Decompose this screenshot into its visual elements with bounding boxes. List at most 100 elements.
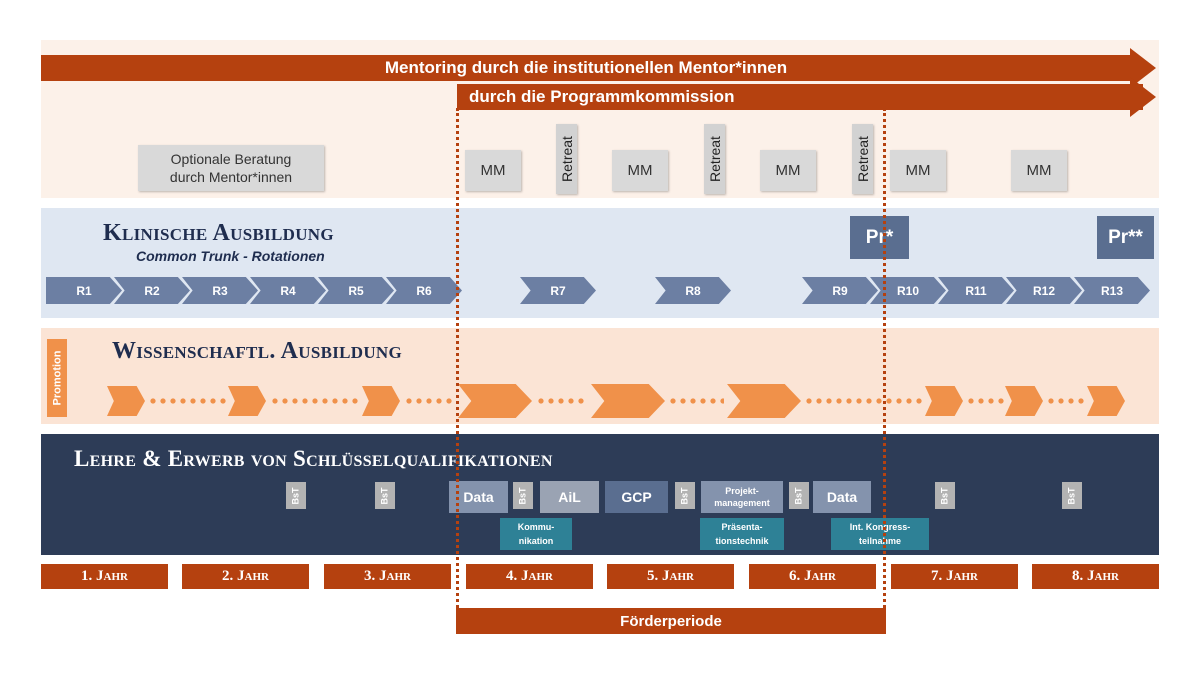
mm-box-2: MM	[612, 150, 668, 191]
year-label: 7. Jahr	[931, 568, 978, 584]
year-label: 3. Jahr	[364, 568, 411, 584]
bst-box: BsT	[789, 482, 809, 509]
ail-course-box: AiL	[540, 481, 599, 513]
year-label: 2. Jahr	[222, 568, 269, 584]
retreat-box-2: Retreat	[704, 124, 725, 194]
data-label: Data	[463, 489, 494, 505]
science-dots	[668, 398, 724, 404]
rotation-chevron: R11	[938, 277, 1014, 304]
rotation-label: R2	[144, 283, 160, 298]
mm-label: MM	[480, 162, 506, 179]
funding-period-bar: Förderperiode	[456, 608, 886, 634]
rotation-chevron: R1	[46, 277, 122, 304]
bst-label: BsT	[1066, 486, 1077, 505]
mentoring-sub-label: durch die Programmkommission	[469, 87, 735, 106]
funding-period-label: Förderperiode	[620, 612, 722, 630]
year-bar: 3. Jahr	[324, 564, 451, 589]
rotation-label: R5	[348, 283, 364, 298]
mm-box-5: MM	[1011, 150, 1067, 191]
rotation-chevron: R8	[655, 277, 731, 304]
year-bar: 1. Jahr	[41, 564, 168, 589]
bst-box: BsT	[675, 482, 695, 509]
rotation-label: R8	[685, 283, 701, 298]
rotation-chevron: R12	[1006, 277, 1082, 304]
bst-box: BsT	[513, 482, 533, 509]
praesentationstechnik-label: Präsenta- tionstechnik	[715, 522, 769, 546]
science-dots	[804, 398, 922, 404]
rotation-label: R11	[965, 283, 987, 298]
year-bar: 8. Jahr	[1032, 564, 1159, 589]
science-dots	[536, 398, 588, 404]
science-dots	[966, 398, 1004, 404]
ail-label: AiL	[558, 489, 581, 505]
science-dots	[404, 398, 456, 404]
mm-label: MM	[775, 162, 801, 179]
science-dots	[270, 398, 360, 404]
rotation-chevron: R3	[182, 277, 258, 304]
year-label: 6. Jahr	[789, 568, 836, 584]
kongress-label: Int. Kongress- teilnahme	[849, 522, 911, 546]
rotation-label: R1	[76, 283, 92, 298]
rotation-label: R13	[1100, 283, 1123, 298]
mm-box-3: MM	[760, 150, 816, 191]
retreat-box-3: Retreat	[852, 124, 873, 194]
rotation-label: R12	[1032, 283, 1055, 298]
rotation-chevron: R4	[250, 277, 326, 304]
bst-box: BsT	[935, 482, 955, 509]
pr-label-2: Pr**	[1108, 226, 1143, 248]
gcp-label: GCP	[621, 489, 652, 505]
pr-box-2: Pr**	[1097, 216, 1154, 259]
mentoring-sub-arrow: durch die Programmkommission	[457, 84, 1143, 110]
clinical-title: Klinische Ausbildung	[103, 220, 334, 246]
year-bar: 2. Jahr	[182, 564, 309, 589]
science-title: Wissenschaftl. Ausbildung	[112, 338, 403, 364]
year-bar: 5. Jahr	[607, 564, 734, 589]
pr-box-1: Pr*	[850, 216, 909, 259]
mm-box-1: MM	[465, 150, 521, 191]
rotation-label: R7	[550, 283, 566, 298]
teaching-band	[41, 434, 1159, 555]
gcp-course-box: GCP	[605, 481, 668, 513]
kommunikation-label: Kommu- nikation	[517, 522, 555, 546]
science-dots	[1046, 398, 1086, 404]
rotation-chevron: R10	[870, 277, 946, 304]
rotation-label: R6	[416, 283, 432, 298]
science-dots	[148, 398, 228, 404]
year-label: 5. Jahr	[647, 568, 694, 584]
kommunikation-box: Kommu- nikation	[500, 518, 572, 550]
kongress-box: Int. Kongress- teilnahme	[831, 518, 929, 550]
projektmanagement-label: Projekt- management	[714, 486, 770, 508]
clinical-subtitle: Common Trunk - Rotationen	[136, 248, 325, 264]
rotation-chevron: R5	[318, 277, 394, 304]
year-bar: 6. Jahr	[749, 564, 876, 589]
rotation-label: R3	[212, 283, 228, 298]
bst-label: BsT	[379, 486, 390, 505]
year-label: 8. Jahr	[1072, 568, 1119, 584]
year-bar: 4. Jahr	[466, 564, 593, 589]
optional-counselling-label: Optionale Beratung durch Mentor*innen	[169, 151, 293, 185]
rotation-chevron: R9	[802, 277, 878, 304]
promotion-tab: Promotion	[47, 339, 67, 417]
bst-label: BsT	[290, 486, 301, 505]
bst-box: BsT	[286, 482, 306, 509]
projektmanagement-course-box: Projekt- management	[701, 481, 783, 513]
mentoring-sub-arrowhead	[1130, 77, 1156, 117]
bst-label: BsT	[939, 486, 950, 505]
year-label: 4. Jahr	[506, 568, 553, 584]
pr-label-1: Pr*	[865, 226, 894, 248]
praesentationstechnik-box: Präsenta- tionstechnik	[700, 518, 784, 550]
year-label: 1. Jahr	[81, 568, 128, 584]
teaching-title: Lehre & Erwerb von Schlüsselqualifikatio…	[74, 446, 553, 471]
bst-box: BsT	[375, 482, 395, 509]
mm-box-4: MM	[890, 150, 946, 191]
year-bar: 7. Jahr	[891, 564, 1018, 589]
mm-label: MM	[627, 162, 653, 179]
rotation-label: R9	[832, 283, 848, 298]
retreat-box-1: Retreat	[556, 124, 577, 194]
promotion-label: Promotion	[51, 350, 63, 406]
rotation-chevron: R7	[520, 277, 596, 304]
mm-label: MM	[905, 162, 931, 179]
optional-counselling-box: Optionale Beratung durch Mentor*innen	[138, 145, 324, 191]
data-course-box-2: Data	[813, 481, 871, 513]
bst-box: BsT	[1062, 482, 1082, 509]
